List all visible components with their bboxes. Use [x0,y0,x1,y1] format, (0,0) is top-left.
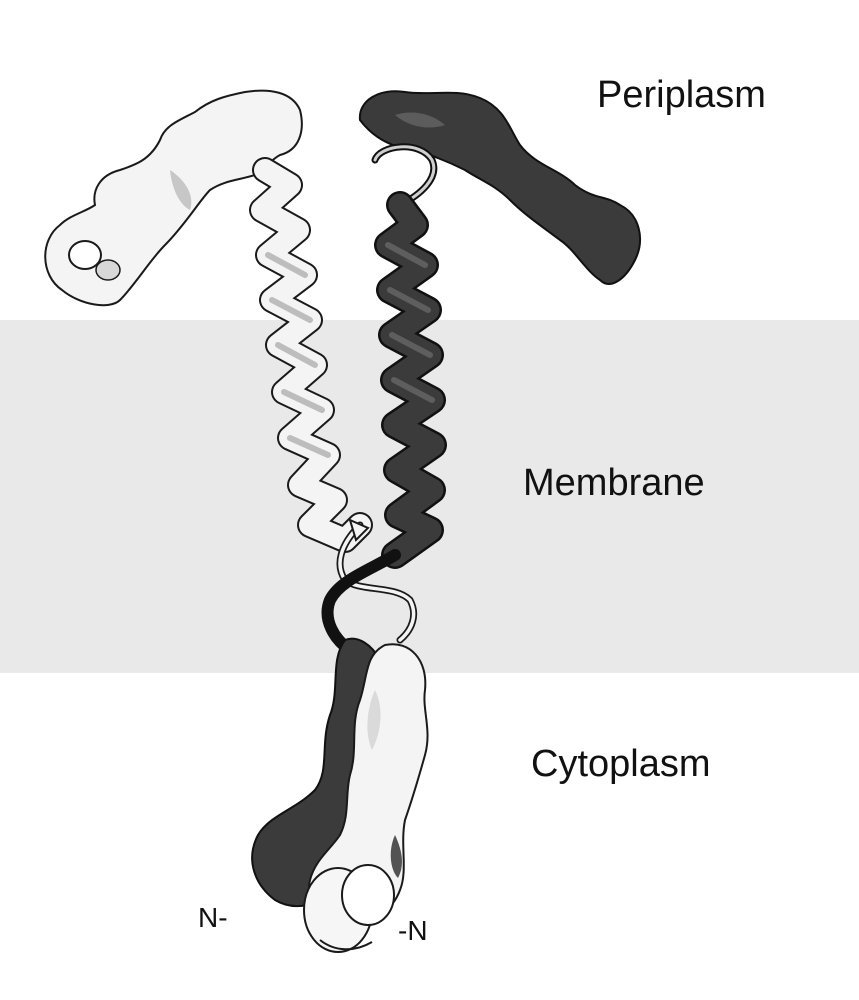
cytoplasm-label: Cytoplasm [531,743,711,785]
dark-chain-periplasmic-domain [358,90,641,285]
periplasm-label: Periplasm [597,74,766,116]
n-terminus-right-label: -N [398,915,428,946]
cytoplasmic-domains [251,637,429,953]
light-chain-periplasmic-domain [44,89,303,307]
membrane-label: Membrane [523,462,705,504]
n-terminus-left-label: N- [198,902,228,933]
light-chain-transmembrane-helix [249,157,373,553]
juxtamembrane-linkers [321,518,418,656]
dark-chain-transmembrane-helix [374,191,447,569]
